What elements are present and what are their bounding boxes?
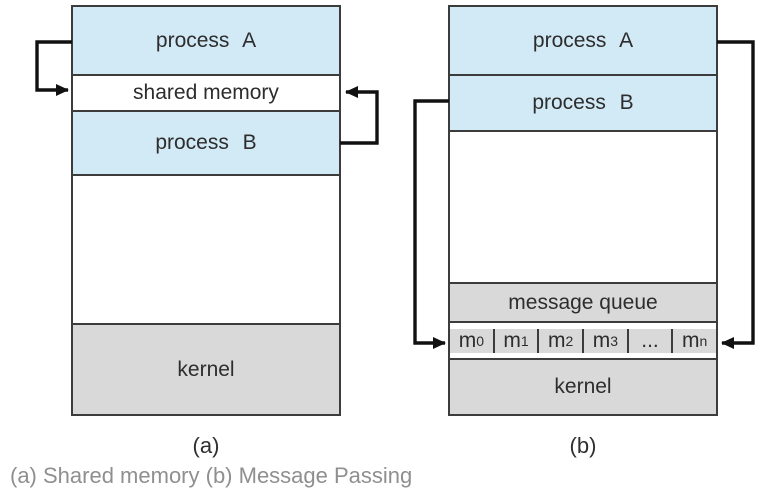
diagram-b-process-b: process B [450,76,716,132]
kernel-label: kernel [554,375,612,398]
process-a-label: process A [532,28,634,52]
kernel-label: kernel [177,357,235,381]
subfigure-label-b: (b) [569,433,597,458]
process-b-label: process B [155,131,257,154]
cell-base: m [592,328,611,352]
arrow-b-processB-to-queue-icon [413,99,449,349]
diagram-a-kernel: kernel [73,325,339,414]
arrow-a-processB-to-sharedmemory-icon [340,86,379,145]
arrow-b-processA-to-queue-icon [717,40,755,349]
diagram-b-process-a: process A [450,7,716,76]
cell-base: m [458,328,477,352]
process-b-label: process B [532,91,634,114]
diagram-b-message-queue: message queue [450,284,716,323]
cell-base: m [682,328,700,352]
diagram-b-kernel: kernel [450,360,716,414]
diagram-a-process-a: process A [73,7,339,76]
cell-base: ... [641,328,659,352]
diagram-b-empty-space [450,132,716,284]
diagram-a-process-b: process B [73,112,339,176]
arrow-a-processA-to-sharedmemory-icon [35,40,72,96]
cell-base: m [503,328,521,352]
cell-base: m [548,328,566,352]
diagram-a-shared-memory: shared memory [73,76,339,112]
figure-caption: (a) Shared memory (b) Message Passing [10,463,413,488]
message-cell-ellipsis: ... [628,328,674,353]
diagram-a-empty-space [73,176,339,325]
message-queue-label: message queue [508,290,658,314]
diagram-a-box: process A shared memory process B kernel [71,5,341,416]
process-a-label: process A [155,28,257,52]
shared-memory-label: shared memory [133,81,279,104]
subfigure-label-a: (a) [192,433,220,458]
